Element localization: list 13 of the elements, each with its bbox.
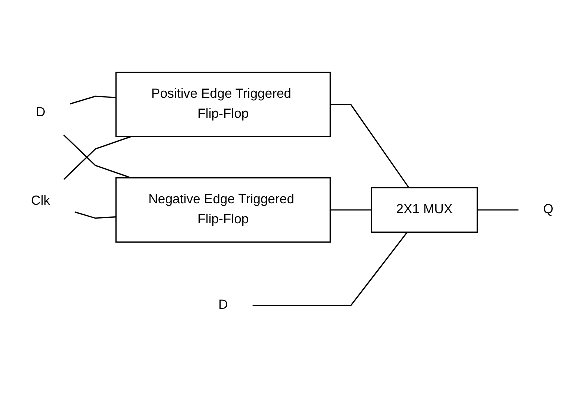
connector [478, 209, 519, 210]
node-box: 2X1 MUX [371, 187, 478, 233]
connector [252, 232, 408, 306]
node-text: D [36, 105, 46, 120]
node-text: Q [543, 202, 554, 216]
node-box: Positive Edge Triggered Flip-Flop [116, 72, 332, 138]
node-box: Negative Edge Triggered Flip-Flop [116, 177, 332, 243]
node-text: Clk [31, 194, 50, 208]
connector [70, 96, 116, 104]
node-text: D [218, 298, 228, 312]
connector [330, 209, 372, 210]
connector [330, 104, 410, 188]
connector [74, 211, 116, 219]
